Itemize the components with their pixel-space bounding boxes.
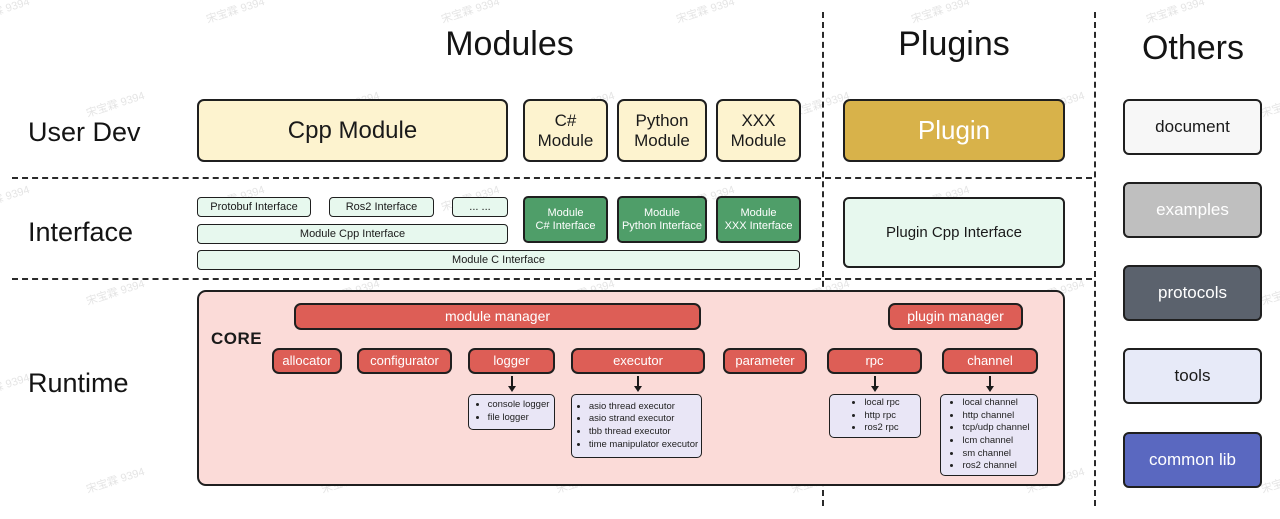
arrow-executor [634, 376, 642, 392]
row-label-interface: Interface [28, 217, 134, 247]
box-more-interface: ... ... [452, 197, 508, 217]
watermark-text: 宋宝霖 9394 [674, 0, 737, 27]
box-document: document [1123, 99, 1262, 155]
list-item: asio strand executor [589, 413, 698, 426]
watermark-text: 宋宝霖 9394 [1259, 466, 1280, 497]
box-tools: tools [1123, 348, 1262, 404]
column-title-others: Others [1141, 29, 1245, 67]
watermark-text: 宋宝霖 9394 [84, 277, 147, 309]
box-module-python-interface: Module Python Interface [617, 196, 707, 243]
watermark-text: 宋宝霖 9394 [84, 89, 147, 121]
watermark-text: 宋宝霖 9394 [1259, 278, 1280, 309]
watermark-text: 宋宝霖 9394 [84, 465, 147, 497]
box-rpc: rpc [827, 348, 922, 374]
list-item: ros2 channel [962, 460, 1029, 473]
channel-detail-list: local channelhttp channeltcp/udp channel… [962, 397, 1029, 472]
watermark-text: 宋宝霖 9394 [909, 0, 972, 27]
box-common-lib: common lib [1123, 432, 1262, 488]
list-item: tcp/udp channel [962, 422, 1029, 435]
list-item: console logger [488, 399, 550, 412]
separator-modules-plugins [822, 12, 824, 506]
arrow-logger [508, 376, 516, 392]
box-plugin: Plugin [843, 99, 1065, 162]
row-label-runtime: Runtime [28, 368, 129, 398]
row-label-user-dev: User Dev [28, 117, 141, 147]
box-protobuf-interface: Protobuf Interface [197, 197, 311, 217]
box-module-xxx-interface: Module XXX Interface [716, 196, 801, 243]
channel-detail-box: local channelhttp channeltcp/udp channel… [940, 394, 1038, 476]
box-module-csharp-interface: Module C# Interface [523, 196, 608, 243]
list-item: asio thread executor [589, 401, 698, 414]
list-item: lcm channel [962, 435, 1029, 448]
watermark-text: 宋宝霖 9394 [1259, 90, 1280, 121]
box-protocols: protocols [1123, 265, 1262, 321]
list-item: file logger [488, 412, 550, 425]
box-xxx-module: XXX Module [716, 99, 801, 162]
core-label: CORE [211, 329, 263, 348]
box-cpp-module: Cpp Module [197, 99, 508, 162]
list-item: local rpc [864, 397, 899, 410]
box-plugin-cpp-interface: Plugin Cpp Interface [843, 197, 1065, 268]
list-item: local channel [962, 397, 1029, 410]
box-module-cpp-interface: Module Cpp Interface [197, 224, 508, 244]
box-plugin-manager: plugin manager [888, 303, 1023, 330]
watermark-text: 宋宝霖 9394 [439, 0, 502, 27]
box-module-c-interface: Module C Interface [197, 250, 800, 270]
list-item: ros2 rpc [864, 422, 899, 435]
box-configurator: configurator [357, 348, 452, 374]
separator-userdev-interface [12, 177, 1092, 179]
box-examples: examples [1123, 182, 1262, 238]
box-ros2-interface: Ros2 Interface [329, 197, 434, 217]
box-module-manager: module manager [294, 303, 701, 330]
separator-interface-runtime [12, 278, 1092, 280]
list-item: http rpc [864, 410, 899, 423]
list-item: tbb thread executor [589, 426, 698, 439]
rpc-detail-box: local rpchttp rpcros2 rpc [829, 394, 921, 438]
watermark-text: 宋宝霖 9394 [0, 0, 32, 27]
logger-detail-box: console loggerfile logger [468, 394, 555, 430]
watermark-text: 宋宝霖 9394 [0, 183, 32, 215]
executor-detail-box: asio thread executorasio strand executor… [571, 394, 702, 458]
executor-detail-list: asio thread executorasio strand executor… [589, 401, 698, 451]
separator-plugins-others [1094, 12, 1096, 506]
box-csharp-module: C# Module [523, 99, 608, 162]
watermark-text: 宋宝霖 9394 [204, 0, 267, 27]
arrow-rpc [871, 376, 879, 392]
box-executor: executor [571, 348, 705, 374]
box-channel: channel [942, 348, 1038, 374]
watermark-text: 宋宝霖 9394 [0, 371, 32, 403]
list-item: http channel [962, 410, 1029, 423]
column-title-modules: Modules [445, 25, 574, 63]
arrow-channel [986, 376, 994, 392]
box-logger: logger [468, 348, 555, 374]
logger-detail-list: console loggerfile logger [488, 399, 550, 424]
watermark-text: 宋宝霖 9394 [1144, 0, 1207, 27]
box-parameter: parameter [723, 348, 807, 374]
box-python-module: Python Module [617, 99, 707, 162]
rpc-detail-list: local rpchttp rpcros2 rpc [864, 397, 899, 435]
column-title-plugins: Plugins [898, 25, 1010, 63]
list-item: time manipulator executor [589, 439, 698, 452]
box-allocator: allocator [272, 348, 342, 374]
list-item: sm channel [962, 448, 1029, 461]
